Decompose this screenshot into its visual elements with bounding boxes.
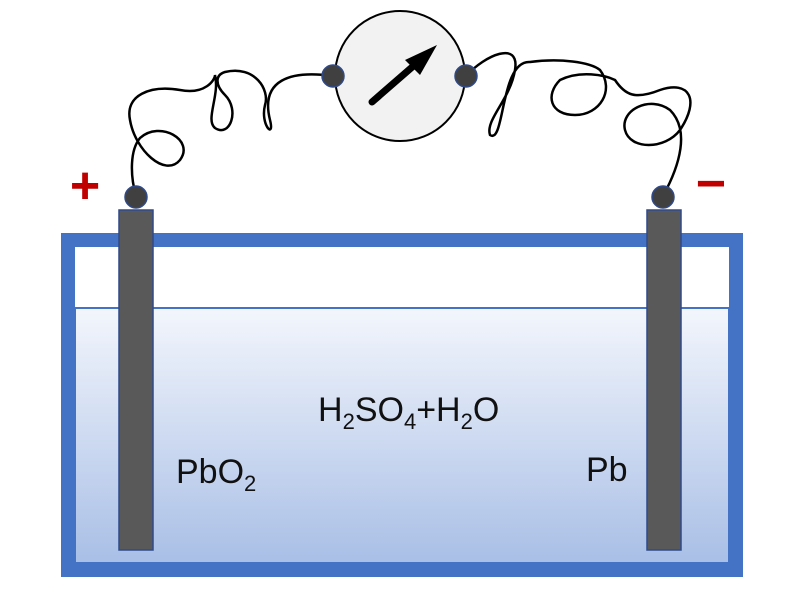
positive-electrode-formula: PbO — [176, 453, 244, 491]
meter-left-terminal — [321, 64, 345, 88]
electrolyte-label: H2SO4+H2O — [318, 391, 499, 434]
positive-electrode-plate — [118, 209, 154, 551]
negative-electrode-label: Pb — [586, 451, 628, 489]
negative-sign: − — [696, 155, 726, 213]
meter-needle-arrowhead — [405, 45, 437, 75]
meter-right-terminal — [454, 64, 478, 88]
negative-electrode-plate — [646, 209, 682, 551]
formula-part: O — [473, 391, 499, 429]
positive-terminal — [124, 185, 148, 209]
formula-part: H — [318, 391, 343, 429]
positive-electrode-label: PbO2 — [176, 453, 256, 496]
formula-part: +H — [416, 391, 460, 429]
formula-part: SO — [355, 391, 404, 429]
formula-subscript: 2 — [461, 409, 473, 434]
formula-subscript: 2 — [343, 409, 355, 434]
electrolyte-liquid — [74, 307, 730, 564]
meter-needle — [368, 58, 422, 106]
right-coiled-wire — [464, 51, 692, 198]
positive-electrode-subscript: 2 — [244, 471, 256, 496]
positive-sign: + — [70, 157, 100, 215]
negative-terminal — [651, 185, 675, 209]
formula-subscript: 4 — [404, 409, 416, 434]
left-coiled-wire — [128, 69, 335, 198]
